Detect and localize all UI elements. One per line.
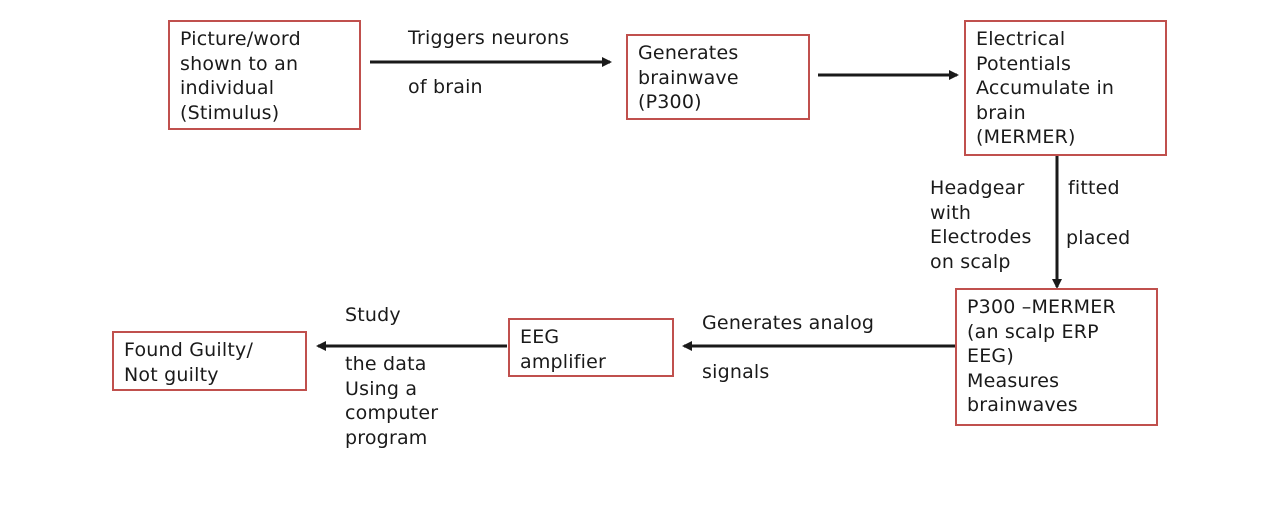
measure-box: P300 –MERMER (an scalp ERP EEG) Measures… — [955, 288, 1158, 426]
verdict-box: Found Guilty/ Not guilty — [112, 331, 307, 391]
headgear-label-right-top: fitted — [1068, 177, 1120, 199]
headgear-label-left: Headgear with Electrodes on scalp — [930, 177, 1032, 273]
triggers-label-top: Triggers neurons — [408, 27, 570, 49]
study-label-top: Study — [345, 304, 401, 326]
mermer-box: Electrical Potentials Accumulate in brai… — [964, 20, 1167, 156]
triggers-label-bottom: of brain — [408, 76, 483, 98]
eeg-amplifier-box: EEG amplifier — [508, 318, 674, 377]
study-label-bottom: the data Using a computer program — [345, 353, 439, 449]
analog-label-bottom: signals — [702, 361, 770, 383]
stimulus-box: Picture/word shown to an individual (Sti… — [168, 20, 361, 130]
analog-label-top: Generates analog — [702, 312, 875, 334]
headgear-label-right-bottom: placed — [1066, 227, 1131, 249]
p300-box: Generates brainwave (P300) — [626, 34, 810, 120]
